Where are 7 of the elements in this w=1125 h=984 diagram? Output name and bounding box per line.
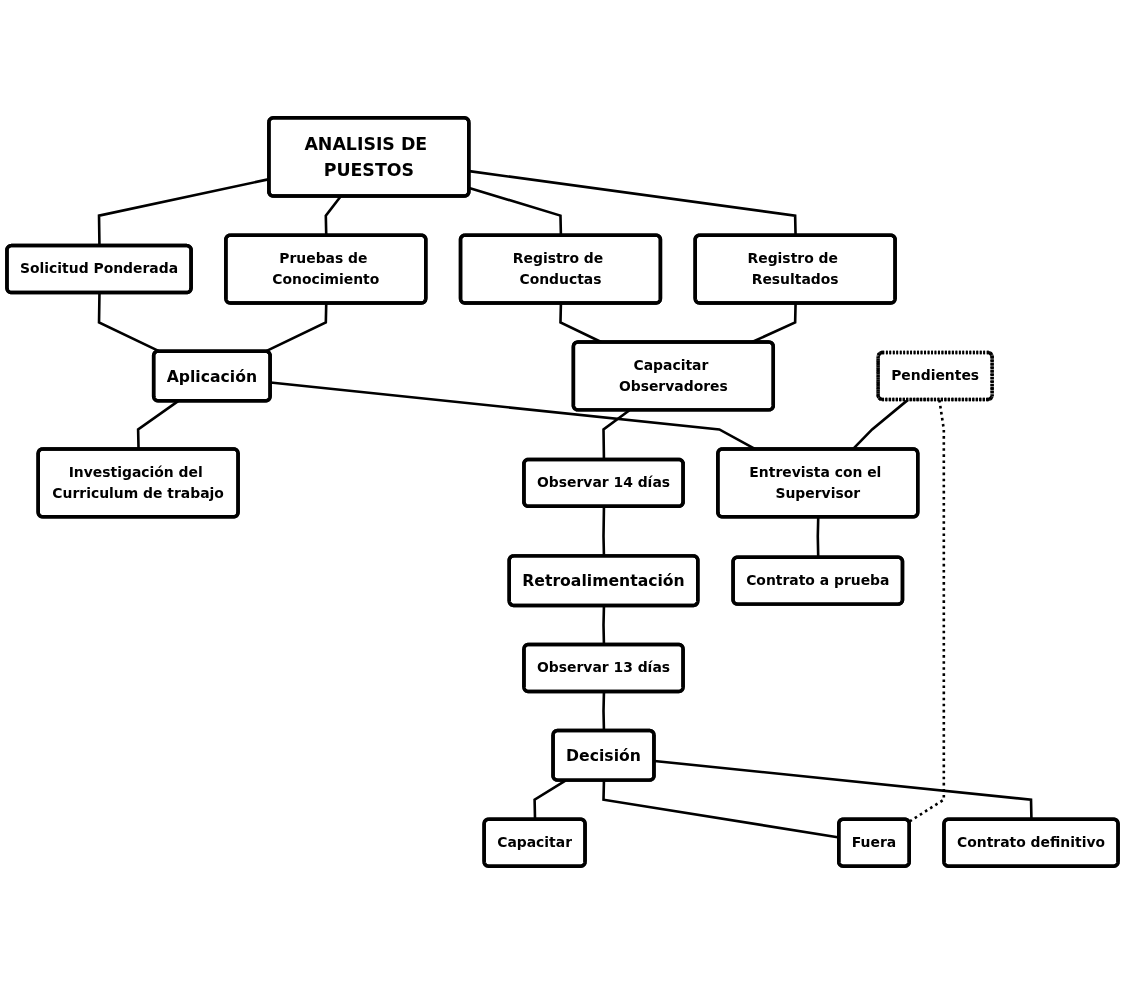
connector <box>602 409 631 460</box>
connector <box>908 399 946 823</box>
connector <box>602 605 606 645</box>
connector <box>264 303 328 353</box>
connector <box>654 759 1033 820</box>
connector <box>469 169 797 236</box>
connector <box>816 517 820 558</box>
